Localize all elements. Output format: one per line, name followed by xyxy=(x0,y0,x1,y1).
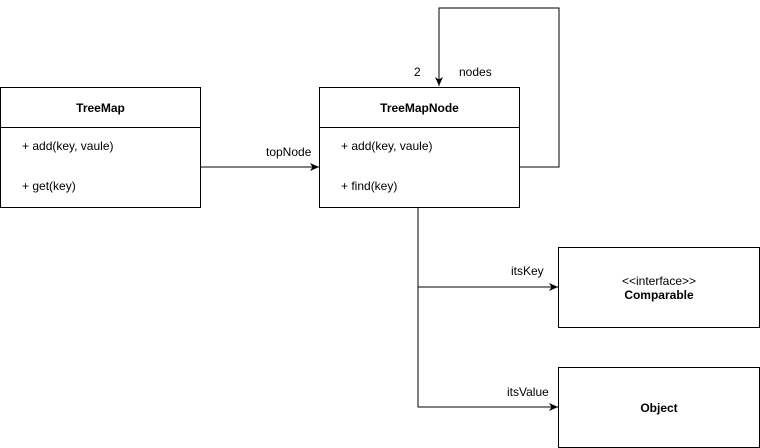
itsvalue-label: itsValue xyxy=(507,385,549,399)
treemap-class-name: TreeMap xyxy=(1,88,200,128)
object-name: Object xyxy=(640,400,678,415)
itsvalue-association[interactable] xyxy=(417,287,558,411)
comparable-interface[interactable]: <<interface>> Comparable xyxy=(558,247,760,328)
treemapnode-method-find: + find(key) xyxy=(341,179,398,193)
treemapnode-class-name: TreeMapNode xyxy=(320,88,519,128)
comparable-stereotype: <<interface>> xyxy=(621,273,697,288)
nodes-self-association[interactable] xyxy=(435,7,560,168)
treemap-method-add: + add(key, vaule) xyxy=(22,139,114,153)
treemapnode-method-add: + add(key, vaule) xyxy=(341,139,433,153)
topnode-label: topNode xyxy=(266,145,312,159)
nodes-label: nodes xyxy=(459,65,492,79)
object-class[interactable]: Object xyxy=(558,367,760,448)
treemap-class[interactable]: TreeMap + add(key, vaule) + get(key) xyxy=(0,87,201,208)
nodes-multiplicity-label: 2 xyxy=(414,65,421,79)
treemap-method-get: + get(key) xyxy=(22,179,76,193)
comparable-name: Comparable xyxy=(624,287,694,302)
treemapnode-class[interactable]: TreeMapNode + add(key, vaule) + find(key… xyxy=(319,87,520,208)
itskey-label: itsKey xyxy=(511,264,544,278)
